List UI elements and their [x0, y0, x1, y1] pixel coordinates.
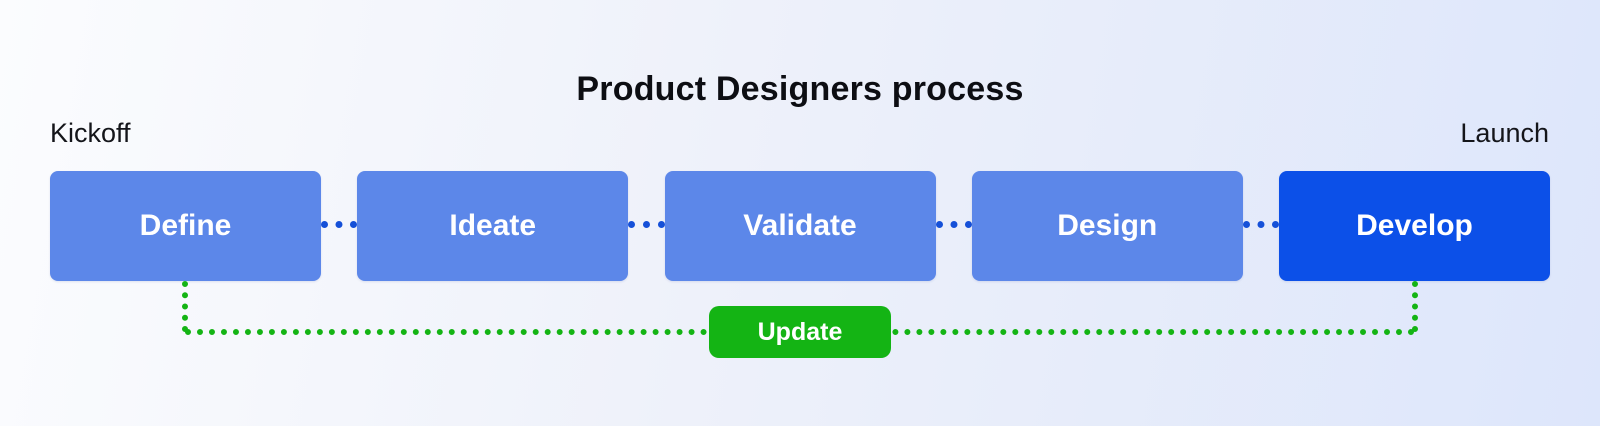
stage-ideate-label: Ideate — [449, 209, 537, 242]
stage-validate: Validate — [664, 171, 936, 281]
stage-ideate: Ideate — [357, 171, 629, 281]
stage-develop-label: Develop — [1356, 209, 1473, 242]
connector-design-develop — [1242, 220, 1279, 228]
stage-develop: Develop — [1279, 171, 1550, 281]
milestone-kickoff-label: Kickoff — [50, 118, 131, 148]
diagram-title: Product Designers process — [576, 70, 1024, 108]
connector-define-ideate — [321, 220, 358, 228]
update-badge-label: Update — [757, 317, 843, 346]
stage-design: Design — [971, 171, 1243, 281]
stage-row: Define Ideate Validate Design Develop — [50, 171, 1550, 281]
milestone-launch-label: Launch — [1460, 118, 1549, 148]
update-badge: Update — [709, 306, 891, 358]
stage-design-label: Design — [1057, 209, 1158, 242]
feedback-line-vertical-develop — [1412, 281, 1418, 332]
connector-validate-design — [935, 220, 972, 228]
stage-define: Define — [50, 171, 321, 281]
stage-define-label: Define — [139, 209, 232, 242]
connector-ideate-validate — [628, 220, 665, 228]
feedback-line-vertical-define — [182, 281, 188, 332]
stage-validate-label: Validate — [743, 209, 857, 242]
